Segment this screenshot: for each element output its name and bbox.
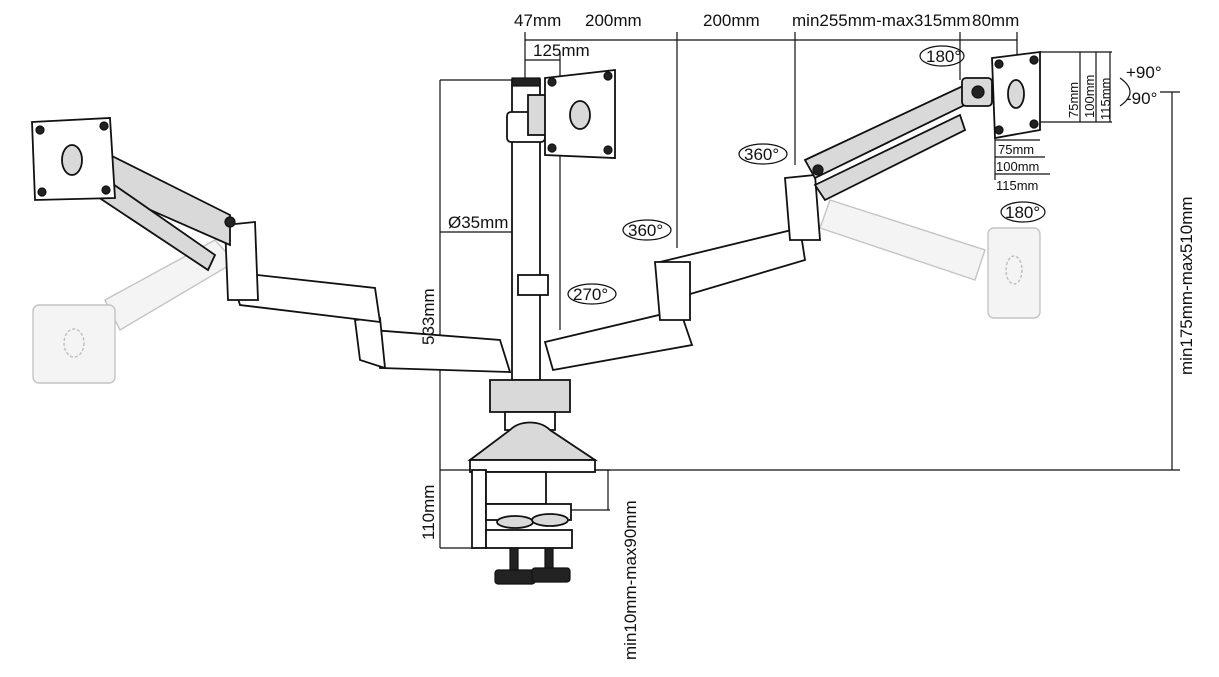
vesa-width-115: 115mm — [996, 178, 1038, 193]
rotation-270: 270° — [573, 285, 608, 304]
top-vesa-plate — [527, 68, 616, 159]
dim-base-height: 110mm — [419, 485, 438, 540]
dim-arm-range: min255mm-max315mm — [792, 11, 971, 30]
vesa-height-75: 75mm — [1066, 82, 1081, 118]
rotation-360-lower: 360° — [628, 221, 663, 240]
dim-80: 80mm — [972, 11, 1019, 30]
dim-pole-diameter: Ø35mm — [448, 213, 508, 232]
rotation-markers — [567, 45, 1131, 305]
right-arm — [543, 50, 1041, 372]
rotation-360-upper: 360° — [744, 145, 779, 164]
vesa-width-75: 75mm — [998, 142, 1034, 157]
dim-47: 47mm — [514, 11, 561, 30]
vesa-width-100: 100mm — [996, 159, 1039, 174]
vesa-height-100: 100mm — [1082, 75, 1097, 118]
tilt-up-label: +90° — [1126, 63, 1162, 82]
ghost-right-arm — [819, 199, 1041, 319]
rotation-180-bottom: 180° — [1005, 203, 1040, 222]
dim-200-right: 200mm — [703, 11, 760, 30]
dim-pole-height: 533mm — [419, 288, 438, 345]
desk-clamp — [471, 469, 573, 585]
left-arm — [31, 117, 512, 373]
vesa-height-115: 115mm — [1098, 78, 1113, 120]
dim-200-left: 200mm — [585, 11, 642, 30]
dim-height-range: min175mm-max510mm — [1177, 196, 1196, 375]
rotation-180-top: 180° — [926, 47, 961, 66]
dim-clamp-range: min10mm-max90mm — [621, 500, 640, 660]
dim-125: 125mm — [533, 41, 590, 60]
tilt-down-label: -90° — [1126, 89, 1157, 108]
